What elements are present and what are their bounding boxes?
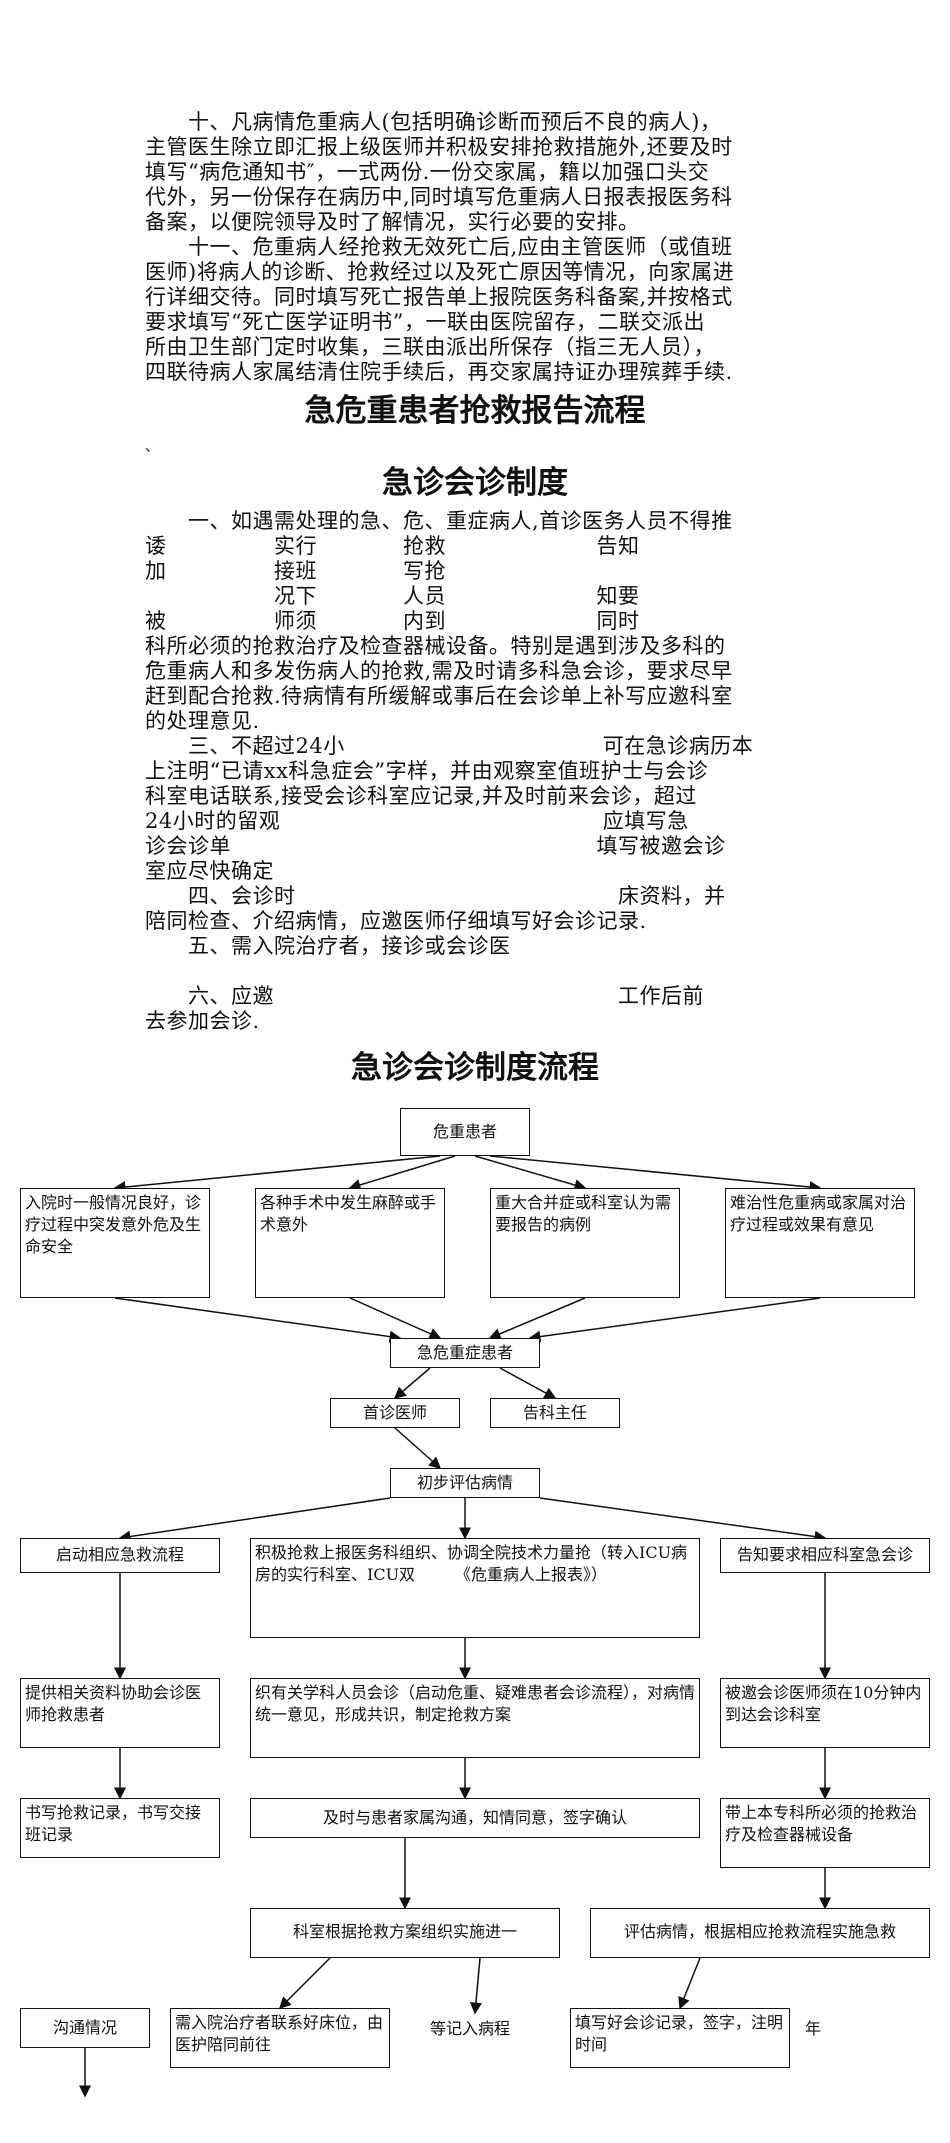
paragraph-line: 诊会诊单 填写被邀会诊 (145, 834, 726, 858)
paragraph-line: 四、会诊时 床资料，并 (145, 884, 726, 908)
paragraph-line: 陪同检查、介绍病情，应邀医师仔细填写好会诊记录. (145, 909, 647, 933)
paragraph-line: 代外，另一份保存在病历中,同时填写危重病人日报表报医务科 (145, 185, 733, 209)
paragraph-line: 备案，以便院领导及时了解情况，实行必要的安排。 (145, 210, 640, 234)
paragraph-line: 六、应邀 工作后前 (145, 984, 704, 1008)
paragraph-line: 去参加会诊. (145, 1009, 260, 1033)
box-provide-info: 提供相关资料协助会诊医师抢救患者 (20, 1678, 220, 1748)
box-first-doctor: 首诊医师 (330, 1398, 460, 1428)
arrow (393, 1367, 431, 1399)
box-invited-doctor: 被邀会诊医师须在10分钟内到达会诊科室 (720, 1678, 930, 1748)
paragraph-line: 危重病人和多发伤病人的抢救,需及时请多科急会诊，要求尽早 (145, 659, 733, 683)
arrow (488, 1297, 586, 1340)
arrow (539, 1497, 827, 1543)
paragraphs-top: 十、凡病情危重病人(包括明确诊断而预后不良的病人)，主管医生除立即汇报上级医师并… (0, 110, 950, 385)
box-case-complication: 重大合并症或科室认为需要报告的病例 (490, 1188, 680, 1298)
arrow (528, 1297, 821, 1343)
text-tail: 年 (805, 2019, 822, 2038)
box-initial-assess: 初步评估病情 (390, 1468, 540, 1498)
paragraph-line: 被 师须 内到 同时 (145, 609, 640, 633)
box-admission: 需入院治疗者联系好床位，由医护陪同前往 (170, 2008, 390, 2068)
paragraph-line: 的处理意见. (145, 709, 260, 733)
box-report-director: 告科主任 (490, 1398, 620, 1428)
paragraph-line: 十一、危重病人经抢救无效死亡后,应由主管医师（或值班 (145, 235, 733, 259)
paragraph-line: 五、需入院治疗者，接诊或会诊医 (145, 934, 511, 958)
paragraph-line: 填写“病危通知书″，一式两份.一份交家属，籍以加强口头交 (145, 160, 710, 184)
arrow (489, 1155, 822, 1193)
arrow (278, 1957, 331, 2010)
box-communicate-status: 沟通情况 (20, 2008, 150, 2048)
arrow (113, 1155, 441, 1193)
paragraph-line: 诿 实行 抢救 告知 (145, 534, 640, 558)
arrow (114, 1297, 402, 1343)
paragraphs-consult: 一、如遇需处理的急、危、重症病人,首诊医务人员不得推诿 实行 抢救 告知加 接班… (0, 509, 950, 1034)
title-consult-flow: 急诊会诊制度流程 (351, 1050, 599, 1086)
paragraph-line: 况下 人员 知要 (145, 584, 640, 608)
box-write-record: 书写抢救记录，书写交接班记录 (20, 1798, 220, 1858)
paragraph-line: 赶到配合抢救.待病情有所缓解或事后在会诊单上补写应邀科室 (145, 684, 733, 708)
box-case-sudden: 入院时一般情况良好，诊疗过程中突发意外危及生命安全 (20, 1188, 210, 1298)
paragraph-line (145, 959, 950, 984)
paragraph-line: 四联待病人家属结清住院手续后，再交家属持证办理殡葬手续. (145, 360, 733, 384)
paragraph-line: 行详细交待。同时填写死亡报告单上报院医务科备案,并按格式 (145, 285, 733, 309)
box-organize-consult: 织有关学科人员会诊（启动危重、疑难患者会诊流程），对病情统一意见，形成共识，制定… (250, 1678, 700, 1758)
paragraph-line: 室应尽快确定 (145, 859, 274, 883)
arrow (678, 1957, 701, 2010)
paragraph-line: 医师)将病人的诊断、抢救经过以及死亡原因等情况，向家属进 (145, 260, 735, 284)
paragraph-line: 十、凡病情危重病人(包括明确诊断而预后不良的病人)， (145, 110, 722, 134)
box-start-process: 启动相应急救流程 (20, 1538, 220, 1573)
flowchart: 危重患者 入院时一般情况良好，诊疗过程中突发意外危及生命安全 各种手术中发生麻醉… (0, 1108, 950, 2103)
title-consult-system: 急诊会诊制度 (382, 465, 568, 501)
arrow (118, 1497, 391, 1543)
paragraph-line: 所由卫生部门定时收集，三联由派出所保存（指三无人员）， (145, 335, 715, 359)
paragraph-line: 三、不超过24小 可在急诊病历本 (145, 734, 754, 758)
box-assess-rescue: 评估病情，根据相应抢救流程实施急救 (590, 1908, 930, 1958)
paragraph-line: 加 接班 写抢 (145, 559, 446, 583)
text-record-course: 等记入病程 (430, 2019, 511, 2038)
box-notify-consult: 告知要求相应科室急会诊 (720, 1538, 930, 1573)
paragraph-line: 要求填写“死亡医学证明书”，一联由医院留存，二联交派出 (145, 310, 705, 334)
paragraph-line: 科所必须的抢救治疗及检查器械设备。特别是遇到涉及多科的 (145, 634, 726, 658)
paragraph-line: 一、如遇需处理的急、危、重症病人,首诊医务人员不得推 (145, 509, 733, 533)
arrow (474, 1155, 587, 1191)
title-rescue-report-flow: 急危重患者抢救报告流程 (304, 393, 646, 429)
box-rescue-report: 积极抢救上报医务科组织、协调全院技术力量抢（转入ICU病房的实行科室、ICU双 … (250, 1538, 700, 1638)
arrow (499, 1367, 557, 1399)
box-fill-record: 填写好会诊记录，签字，注明时间 (570, 2008, 790, 2068)
box-critical-patient: 危重患者 (400, 1108, 530, 1156)
paragraph-line: 科室电话联系,接受会诊科室应记录,并及时前来会诊，超过 (145, 784, 697, 808)
box-bring-equipment: 带上本专科所必须的抢救治疗及检查器械设备 (720, 1798, 930, 1868)
arrow (348, 1155, 456, 1191)
box-emergency-patient: 急危重症患者 (390, 1338, 540, 1368)
box-implement-plan: 科室根据抢救方案组织实施进一 (250, 1908, 560, 1958)
paragraph-line: 主管医生除立即汇报上级医师并积极安排抢救措施外,还要及时 (145, 135, 733, 159)
stray-mark: 、 (145, 439, 159, 455)
arrow (349, 1297, 442, 1340)
paragraph-line: 24小时的留观 应填写急 (145, 809, 689, 833)
arrow (394, 1427, 442, 1469)
box-communicate-family: 及时与患者家属沟通，知情同意，签字确认 (250, 1798, 700, 1838)
box-case-refractory: 难治性危重病或家属对治疗过程或效果有意见 (725, 1188, 915, 1298)
paragraph-line: 上注明“已请xx科急症会”字样，并由观察室值班护士与会诊 (145, 759, 709, 783)
box-case-surgery: 各种手术中发生麻醉或手术意外 (255, 1188, 445, 1298)
arrow (469, 1957, 482, 2015)
